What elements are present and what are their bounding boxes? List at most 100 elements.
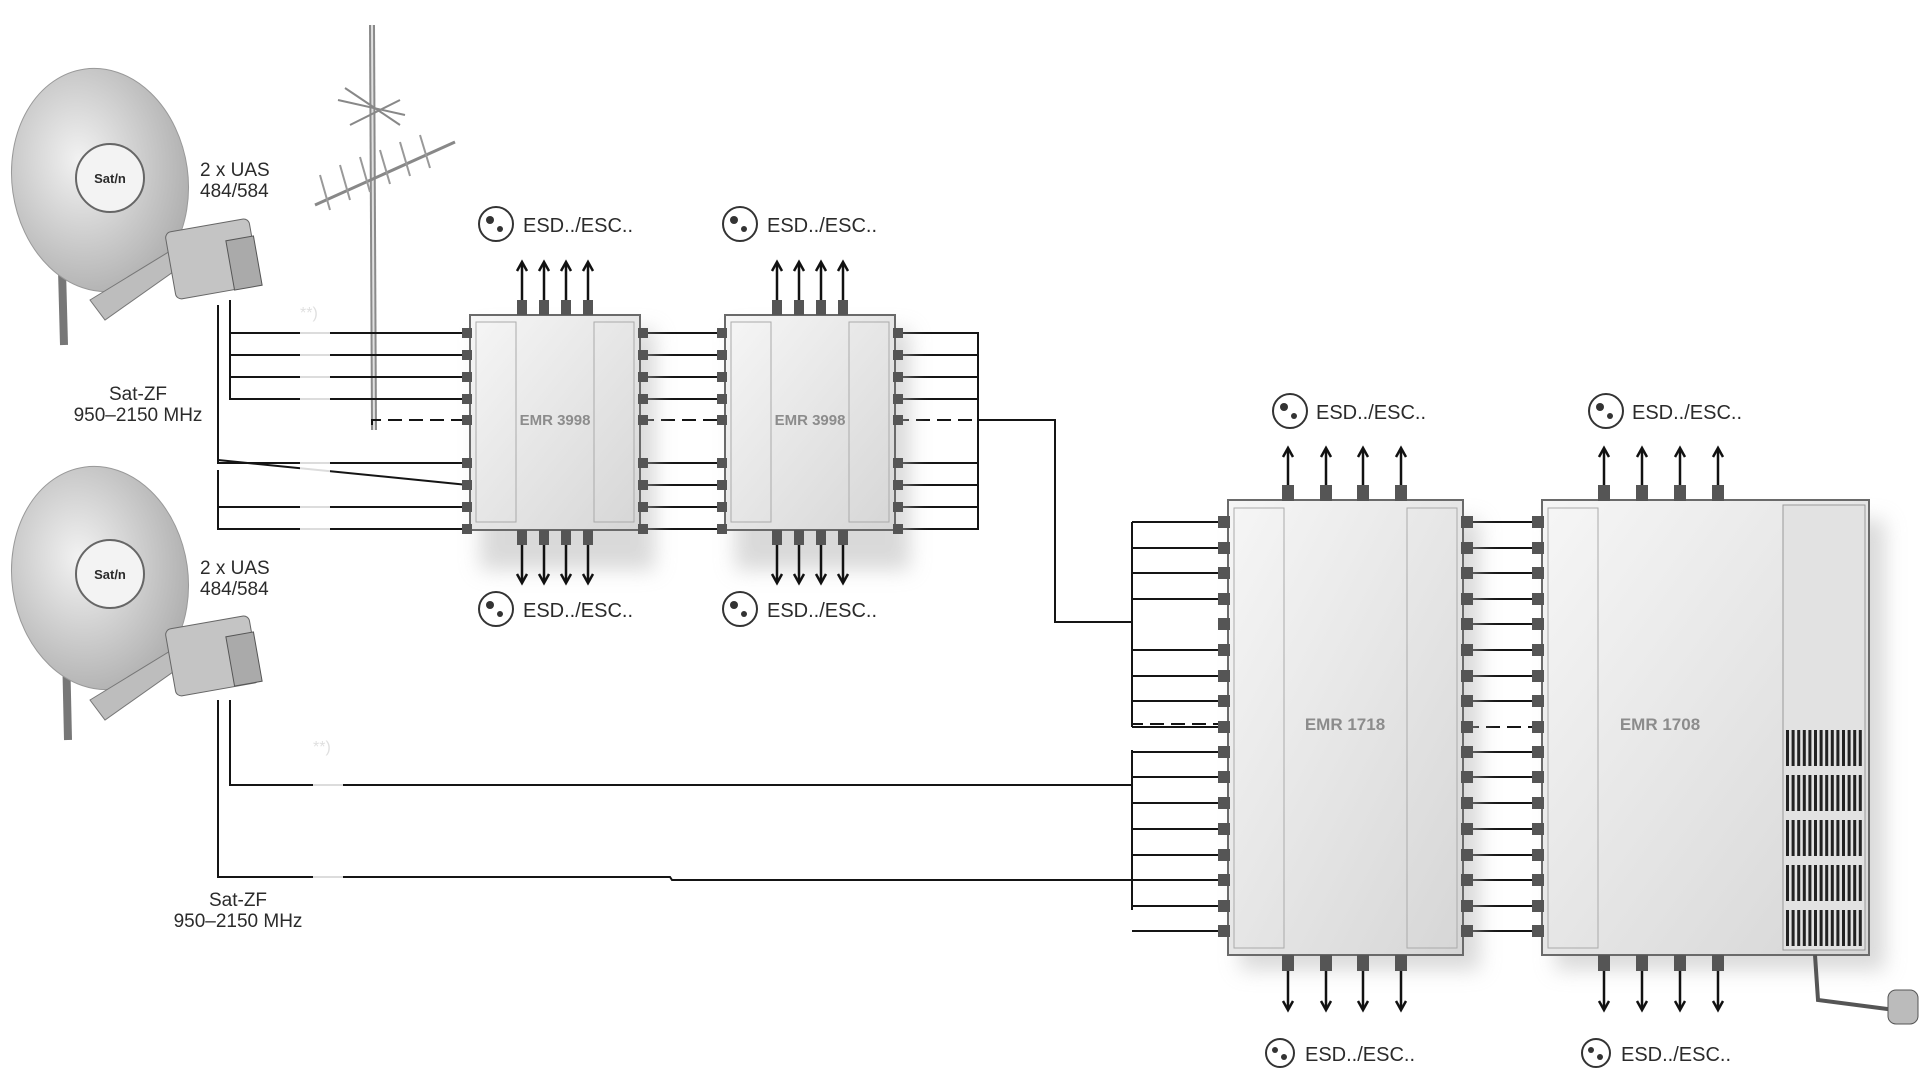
connector-stub [638, 524, 648, 534]
connector-stub [893, 394, 903, 404]
connector-stub [462, 524, 472, 534]
terrestrial-antenna-icon [314, 24, 456, 431]
vent-bar [1791, 820, 1795, 856]
vent-bar [1819, 820, 1823, 856]
tv-socket-icon [1265, 1038, 1295, 1068]
vent-bar [1830, 820, 1834, 856]
connector-stub [1218, 874, 1230, 886]
uas-label-line1: 2 x UAS [200, 558, 270, 579]
connector-stub [1532, 797, 1544, 809]
connector-stub [717, 372, 727, 382]
output-label: ESD../ESC.. [1621, 1044, 1731, 1066]
connector-stub [1218, 721, 1230, 733]
vent-bar [1797, 820, 1801, 856]
vent-bar [1797, 865, 1801, 901]
vent-bar [1853, 820, 1857, 856]
vent-bar [1802, 775, 1806, 811]
vent-bar [1814, 865, 1817, 901]
output-arrowhead [792, 259, 806, 272]
output-label-6: ESD../ESC.. [1588, 393, 1742, 429]
connector-stub [1461, 644, 1473, 656]
vent-bar [1825, 865, 1829, 901]
connector-stub [462, 372, 472, 382]
vent-bar [1797, 910, 1801, 946]
output-arrowhead [836, 259, 850, 272]
connector-stub [1532, 542, 1544, 554]
connector-stub [539, 300, 549, 315]
connector-stub [1218, 746, 1230, 758]
output-arrowhead [1394, 1000, 1408, 1013]
uas-label-line2: 484/584 [200, 579, 269, 600]
connector-stub [1461, 593, 1473, 605]
power-plug-icon [1813, 954, 1919, 1025]
uas-label-line1: 2 x UAS [200, 160, 270, 181]
connector-stub [539, 530, 549, 545]
connector-stub [1218, 797, 1230, 809]
connector-stub [1218, 695, 1230, 707]
vent-bar [1836, 865, 1840, 901]
connector-stub [717, 328, 727, 338]
connector-stub [1532, 618, 1544, 630]
output-arrowhead [515, 259, 529, 272]
output-arrowhead [1281, 1000, 1295, 1013]
connector-stub [1218, 644, 1230, 656]
output-label-2: ESD../ESC.. [722, 206, 877, 242]
vent-bar [1814, 730, 1817, 766]
vent-bar [1802, 910, 1806, 946]
connector-stub [893, 480, 903, 490]
connector-stub [1532, 670, 1544, 682]
cable-bundle-dish2 [217, 521, 1218, 932]
output-arrowhead [1635, 445, 1649, 458]
vent-bar [1808, 910, 1812, 946]
output-arrowhead [1356, 445, 1370, 458]
module-name: EMR 3998 [775, 412, 846, 429]
connector-stub [462, 480, 472, 490]
output-arrowhead [581, 259, 595, 272]
satellite-dish-icon-2: Sat/n [10, 465, 263, 741]
connector-stub [1320, 955, 1332, 971]
output-arrowhead [1597, 1000, 1611, 1013]
tv-socket-icon [478, 591, 514, 627]
connector-stub [1218, 593, 1230, 605]
output-arrowhead [792, 573, 806, 586]
module-name: EMR 1718 [1305, 715, 1385, 734]
connector-stub [1532, 925, 1544, 937]
connector-stub [561, 300, 571, 315]
connector-stub [717, 415, 727, 425]
connector-stub [816, 300, 826, 315]
connector-stub [638, 415, 648, 425]
connector-stub [1532, 593, 1544, 605]
multiswitch-module-3: EMR 1718 [1227, 499, 1480, 970]
vent-bar [1814, 910, 1817, 946]
satzf-label-line1: Sat-ZF [209, 890, 267, 911]
connector-stub [638, 394, 648, 404]
connector-stub [1461, 746, 1473, 758]
vent-bar [1791, 865, 1795, 901]
connector-stub [717, 502, 727, 512]
satzf-label-line2: 950–2150 MHz [74, 405, 203, 426]
vent-bar [1786, 910, 1789, 946]
output-arrowhead [814, 259, 828, 272]
dish-brand-logo: Sat/n [94, 567, 126, 582]
vent-bar [1819, 775, 1823, 811]
vent-bar [1786, 730, 1789, 766]
connector-stub [1320, 485, 1332, 501]
connector-stub [462, 350, 472, 360]
vent-bar [1842, 730, 1845, 766]
vent-bar [1825, 730, 1829, 766]
tv-socket-icon [722, 206, 758, 242]
connector-stub [1532, 823, 1544, 835]
connector-stub [816, 530, 826, 545]
vent-bar [1858, 865, 1862, 901]
module-name: EMR 3998 [520, 412, 591, 429]
connector-stub [1712, 955, 1724, 971]
tv-socket-icon [478, 206, 514, 242]
vent-bar [1858, 820, 1862, 856]
connector-stub [1674, 485, 1686, 501]
connector-stub [893, 502, 903, 512]
vent-bar [1858, 730, 1862, 766]
dish-brand-logo: Sat/n [94, 171, 126, 186]
connector-stub [1461, 874, 1473, 886]
connector-stub [561, 530, 571, 545]
connector-stub [1461, 670, 1473, 682]
